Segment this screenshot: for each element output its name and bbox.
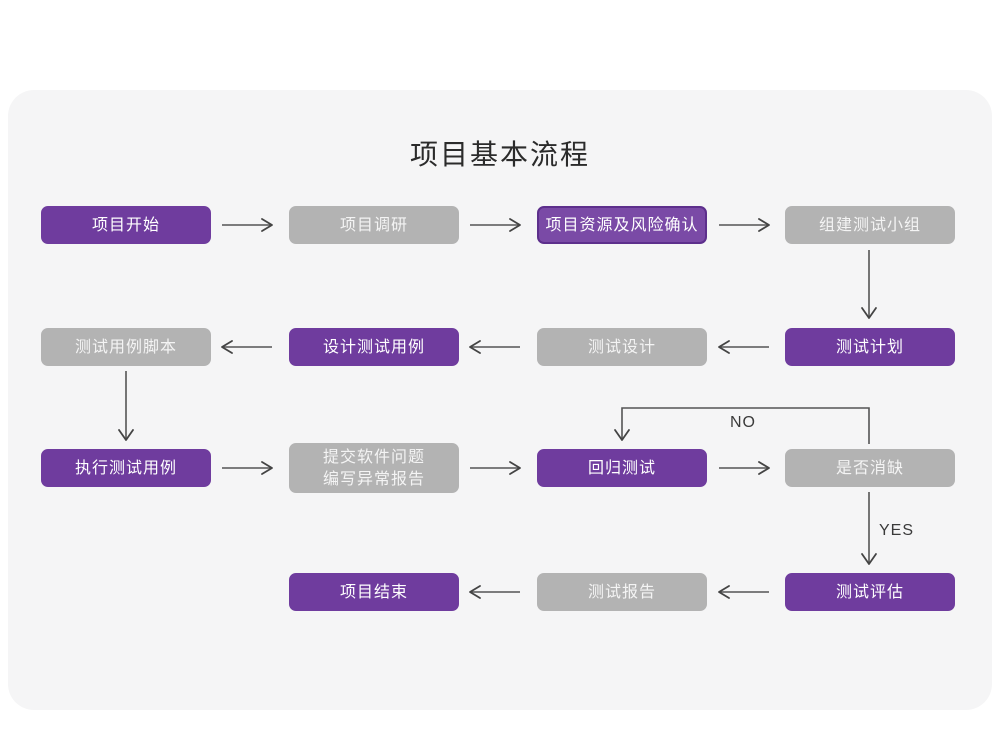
node-submit-issue-report[interactable]: 提交软件问题 编写异常报告 bbox=[289, 443, 459, 493]
node-regression-test[interactable]: 回归测试 bbox=[537, 449, 707, 487]
edge-label-no: NO bbox=[730, 414, 756, 431]
node-form-test-team[interactable]: 组建测试小组 bbox=[785, 206, 955, 244]
node-project-start[interactable]: 项目开始 bbox=[41, 206, 211, 244]
node-project-end[interactable]: 项目结束 bbox=[289, 573, 459, 611]
node-testcase-script[interactable]: 测试用例脚本 bbox=[41, 328, 211, 366]
node-execute-testcase[interactable]: 执行测试用例 bbox=[41, 449, 211, 487]
node-project-research[interactable]: 项目调研 bbox=[289, 206, 459, 244]
node-resource-risk-confirm[interactable]: 项目资源及风险确认 bbox=[537, 206, 707, 244]
node-test-report[interactable]: 测试报告 bbox=[537, 573, 707, 611]
node-design-testcase[interactable]: 设计测试用例 bbox=[289, 328, 459, 366]
edge-label-yes: YES bbox=[879, 522, 915, 539]
node-test-plan[interactable]: 测试计划 bbox=[785, 328, 955, 366]
flowchart-panel bbox=[8, 90, 992, 710]
node-defect-cleared[interactable]: 是否消缺 bbox=[785, 449, 955, 487]
page-title: 项目基本流程 bbox=[409, 138, 590, 171]
node-test-evaluation[interactable]: 测试评估 bbox=[785, 573, 955, 611]
node-test-design[interactable]: 测试设计 bbox=[537, 328, 707, 366]
